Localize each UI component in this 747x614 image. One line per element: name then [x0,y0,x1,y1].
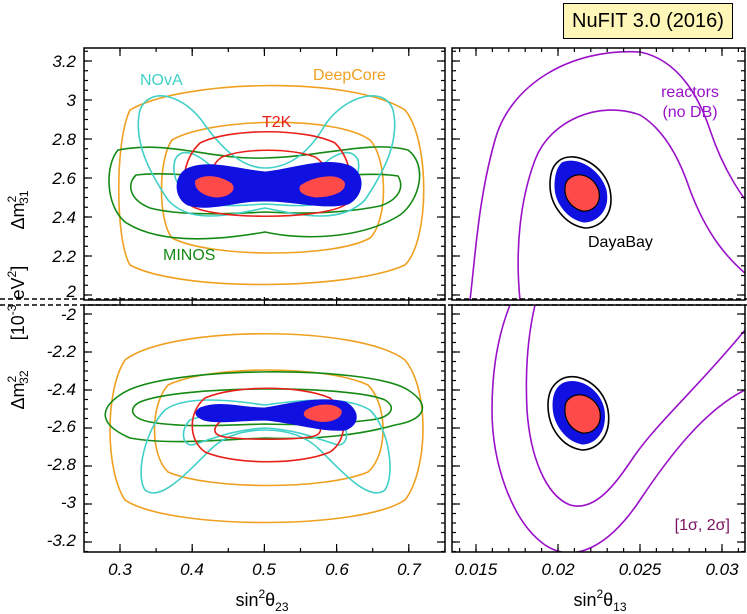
nova-outer-contour-io [140,399,391,494]
reactors-outer-contour [469,50,745,300]
dayabay-label: DayaBay [588,234,653,251]
no-db-label: (no DB) [662,104,717,121]
y-tick-label: -2 [61,305,77,324]
x-axis-title-left: sin2θ23 [235,587,288,614]
y-tick-label: -2.6 [47,417,77,436]
y-tick-label: -2.8 [47,455,77,474]
version-badge: NuFIT 3.0 (2016) [563,3,733,39]
x-tick-label: 0.025 [619,560,662,579]
reactors-inner-contour [517,109,745,300]
reactors-label: reactors [661,84,719,101]
panel-upper-right-frame [451,47,746,301]
x-tick-label: 0.6 [325,560,349,579]
y-tick-label: 2.2 [51,247,76,266]
y-tick-label: 2.6 [51,169,76,188]
x-axis-title-right: sin2θ13 [573,587,626,614]
y-tick-label: -3 [61,493,77,512]
x-tick-label: 0.7 [397,560,421,579]
minos-label: MINOS [163,247,215,264]
y-tick-label: 2.8 [51,130,76,149]
global-fit-1sigma-left [194,175,235,199]
deepcore-outer-contour-io [109,332,424,524]
panel-upper-left-contours [108,84,425,286]
x-tick-label: 0.5 [252,560,276,579]
reactors-inner-contour-io [525,305,745,507]
y-tick-label: 2.4 [51,208,76,227]
x-tick-label: 0.02 [541,560,575,579]
t2k-label: T2K [262,114,292,131]
global-fit-1sigma-region-no [564,174,600,212]
t2k-outer-contour-io [191,387,345,463]
nova-label: NOvA [140,72,183,89]
reactors-outer-contour-io [491,305,745,552]
nova-outer-contour [137,95,396,217]
deepcore-label: DeepCore [313,67,386,84]
dayabay-outer-contour-io [547,375,610,451]
minos-outer-contour-io [104,371,424,443]
y-tick-label: 3 [67,91,77,110]
global-fit-1sigma-region-io2 [564,394,601,434]
dayabay-outer-contour [549,156,612,229]
x-tick-label: 0.3 [108,560,132,579]
deepcore-outer-contour [118,84,425,286]
panel-lower-right-contours [491,305,745,552]
deepcore-inner-contour [160,121,385,254]
x-tick-label: 0.4 [180,560,204,579]
y-axis-title-lower: Δm232 [5,370,31,409]
minos-outer-contour [108,146,421,240]
global-fit-1sigma-right [298,175,346,199]
x-tick-label: 0.03 [705,560,739,579]
panel-lower-left-contours [104,332,424,524]
sigma-levels-label: [1σ, 2σ] [675,517,730,534]
y-axis-units: [10-3 eV2] [5,266,28,340]
x-tick-label: 0.015 [455,560,498,579]
y-tick-label: 2 [66,282,77,301]
tick-marks [84,48,745,553]
global-fit-1sigma-region-io [302,403,343,423]
y-axis-title-upper: Δm231 [5,190,31,229]
y-tick-label: 3.2 [52,52,76,71]
y-tick-label: -2.4 [47,380,76,399]
deepcore-inner-contour-io [153,369,384,487]
y-tick-label: -2.2 [47,342,77,361]
panel-upper-right-contours [469,50,745,300]
y-tick-label: -3.2 [47,531,77,550]
